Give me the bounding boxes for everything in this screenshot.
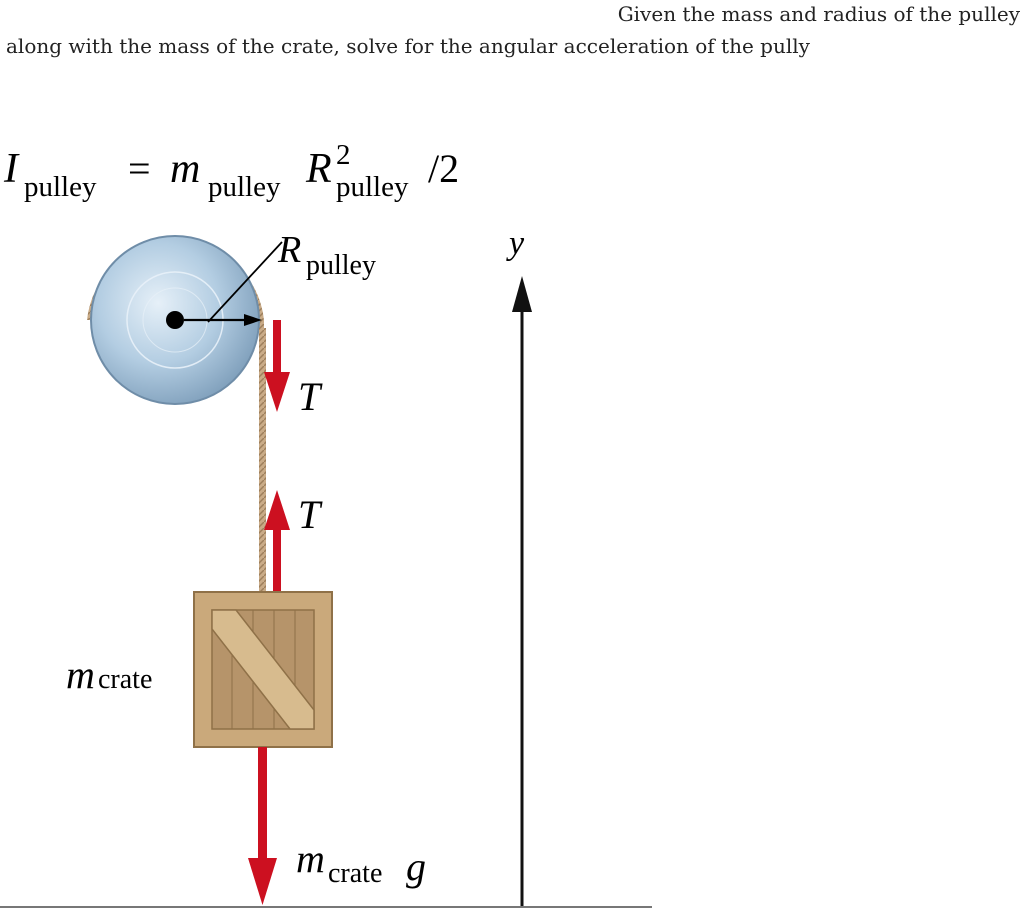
formula-R-superscript: 2 xyxy=(336,139,351,171)
pulley-axle xyxy=(166,311,184,329)
weight-arrow xyxy=(248,747,277,905)
moment-of-inertia-formula: I pulley = m pulley R 2 pulley /2 xyxy=(3,139,459,203)
problem-text-line-1: Given the mass and radius of the pulley xyxy=(617,2,1020,26)
y-axis xyxy=(512,276,532,908)
weight-label-m: m xyxy=(296,836,325,881)
formula-m-subscript: pulley xyxy=(208,171,281,203)
problem-text-line-2: along with the mass of the crate, solve … xyxy=(6,34,810,58)
rope xyxy=(259,328,266,592)
crate-mass-subscript: crate xyxy=(98,664,152,695)
formula-I: I xyxy=(3,146,20,192)
formula-I-subscript: pulley xyxy=(24,171,97,203)
radius-leader-line xyxy=(207,241,283,323)
crate xyxy=(193,591,333,748)
radius-arrowhead xyxy=(244,314,262,326)
formula-divide-by-two: /2 xyxy=(428,146,459,191)
radius-label-subscript: pulley xyxy=(306,250,376,281)
tension-label-top: T xyxy=(298,374,323,419)
formula-R: R xyxy=(305,146,332,192)
weight-label-g: g xyxy=(406,844,426,889)
y-axis-label: y xyxy=(506,225,525,262)
radius-label: R xyxy=(277,229,301,271)
weight-label-subscript: crate xyxy=(328,858,382,889)
crate-mass-m: m xyxy=(66,652,95,697)
formula-m: m xyxy=(170,146,200,192)
formula-equals: = xyxy=(128,146,151,191)
tension-label-bottom: T xyxy=(298,492,323,537)
tension-arrow-down xyxy=(264,320,290,412)
formula-R-subscript: pulley xyxy=(336,171,409,203)
pulley: R pulley xyxy=(87,229,376,405)
tension-arrow-up xyxy=(264,490,290,592)
